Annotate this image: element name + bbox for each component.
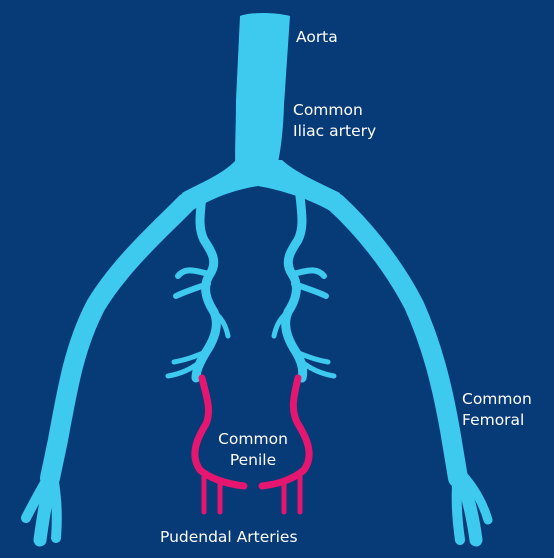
- common-penile-label-line2: Penile: [206, 450, 300, 471]
- right-iliac-femoral-vessel: [336, 203, 458, 478]
- pudendal-label-text: Pudendal Arteries: [160, 528, 298, 546]
- common-penile-label: Common Penile: [206, 429, 300, 471]
- left-iliac-femoral-vessel: [50, 203, 186, 478]
- common-penile-label-line1: Common: [206, 429, 300, 450]
- aortic-bifurcation: [182, 160, 340, 212]
- left-internal-iliac-branch-a: [178, 270, 210, 276]
- aorta-label: Aorta: [296, 27, 338, 48]
- pudendal-arteries-label: Pudendal Arteries: [160, 527, 298, 548]
- right-internal-iliac-branch-a: [292, 270, 324, 276]
- common-iliac-artery-label: Common Iliac artery: [293, 100, 376, 142]
- common-femoral-label-line1: Common: [462, 389, 532, 410]
- left-femoral-branch-inner: [52, 470, 57, 538]
- common-iliac-label-line2: Iliac artery: [293, 121, 376, 142]
- common-femoral-label-line2: Femoral: [462, 410, 532, 431]
- aorta-label-text: Aorta: [296, 28, 338, 46]
- aorta-vessel: [235, 13, 290, 176]
- common-femoral-label: Common Femoral: [462, 389, 532, 431]
- common-iliac-label-line1: Common: [293, 100, 376, 121]
